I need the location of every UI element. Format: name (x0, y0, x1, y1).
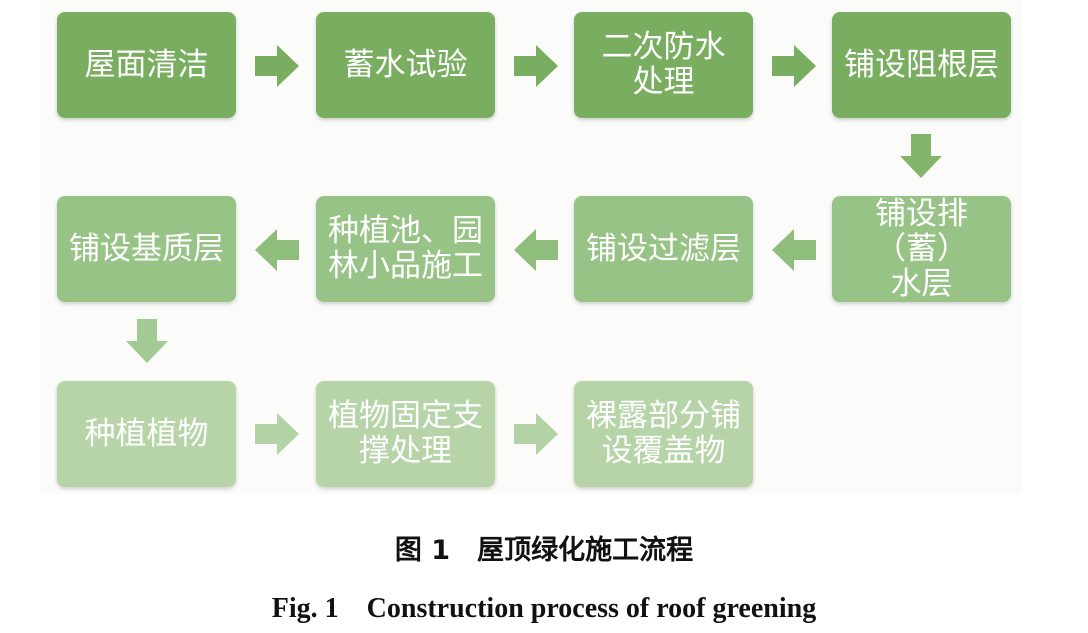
step-planting: 种植植物 (57, 381, 236, 487)
figure-caption-chinese: 图 1 屋顶绿化施工流程 (394, 535, 694, 566)
arrow-left-icon (514, 229, 558, 271)
arrow-left-icon (255, 229, 299, 271)
step-substrate-layer: 铺设基质层 (57, 196, 236, 302)
step-drainage-layer: 铺设排（蓄） 水层 (832, 196, 1011, 302)
step-roof-cleaning: 屋面清洁 (57, 12, 236, 118)
arrow-left-icon (772, 229, 816, 271)
step-root-barrier: 铺设阻根层 (832, 12, 1011, 118)
step-label: 种植池、园 林小品施工 (328, 213, 483, 284)
step-cover-exposed: 裸露部分铺 设覆盖物 (574, 381, 753, 487)
figure-caption-english: Fig. 1 Construction process of roof gree… (271, 593, 817, 624)
arrow-down-icon (126, 319, 168, 363)
step-label: 铺设排（蓄） 水层 (875, 195, 968, 302)
step-filter-layer: 铺设过滤层 (574, 196, 753, 302)
flowchart: 屋面清洁 蓄水试验 二次防水 处理 铺设阻根层 铺设排（蓄） 水层 铺设过滤层 … (40, 0, 1022, 494)
arrow-right-icon (772, 45, 816, 87)
step-label: 裸露部分铺 设覆盖物 (586, 398, 741, 469)
arrow-right-icon (514, 45, 558, 87)
step-label: 铺设阻根层 (844, 46, 999, 83)
step-planting-pool: 种植池、园 林小品施工 (316, 196, 495, 302)
step-label: 铺设基质层 (69, 230, 224, 267)
arrow-right-icon (255, 413, 299, 455)
step-label: 二次防水 处理 (601, 29, 726, 100)
arrow-right-icon (255, 45, 299, 87)
step-secondary-waterproofing: 二次防水 处理 (574, 12, 753, 118)
step-plant-support: 植物固定支 撑处理 (316, 381, 495, 487)
step-label: 种植植物 (84, 415, 209, 452)
step-label: 蓄水试验 (343, 46, 468, 83)
step-water-storage-test: 蓄水试验 (316, 12, 495, 118)
arrow-down-icon (900, 134, 942, 178)
step-label: 屋面清洁 (84, 46, 209, 83)
step-label: 植物固定支 撑处理 (328, 398, 483, 469)
arrow-right-icon (514, 413, 558, 455)
step-label: 铺设过滤层 (586, 230, 741, 267)
